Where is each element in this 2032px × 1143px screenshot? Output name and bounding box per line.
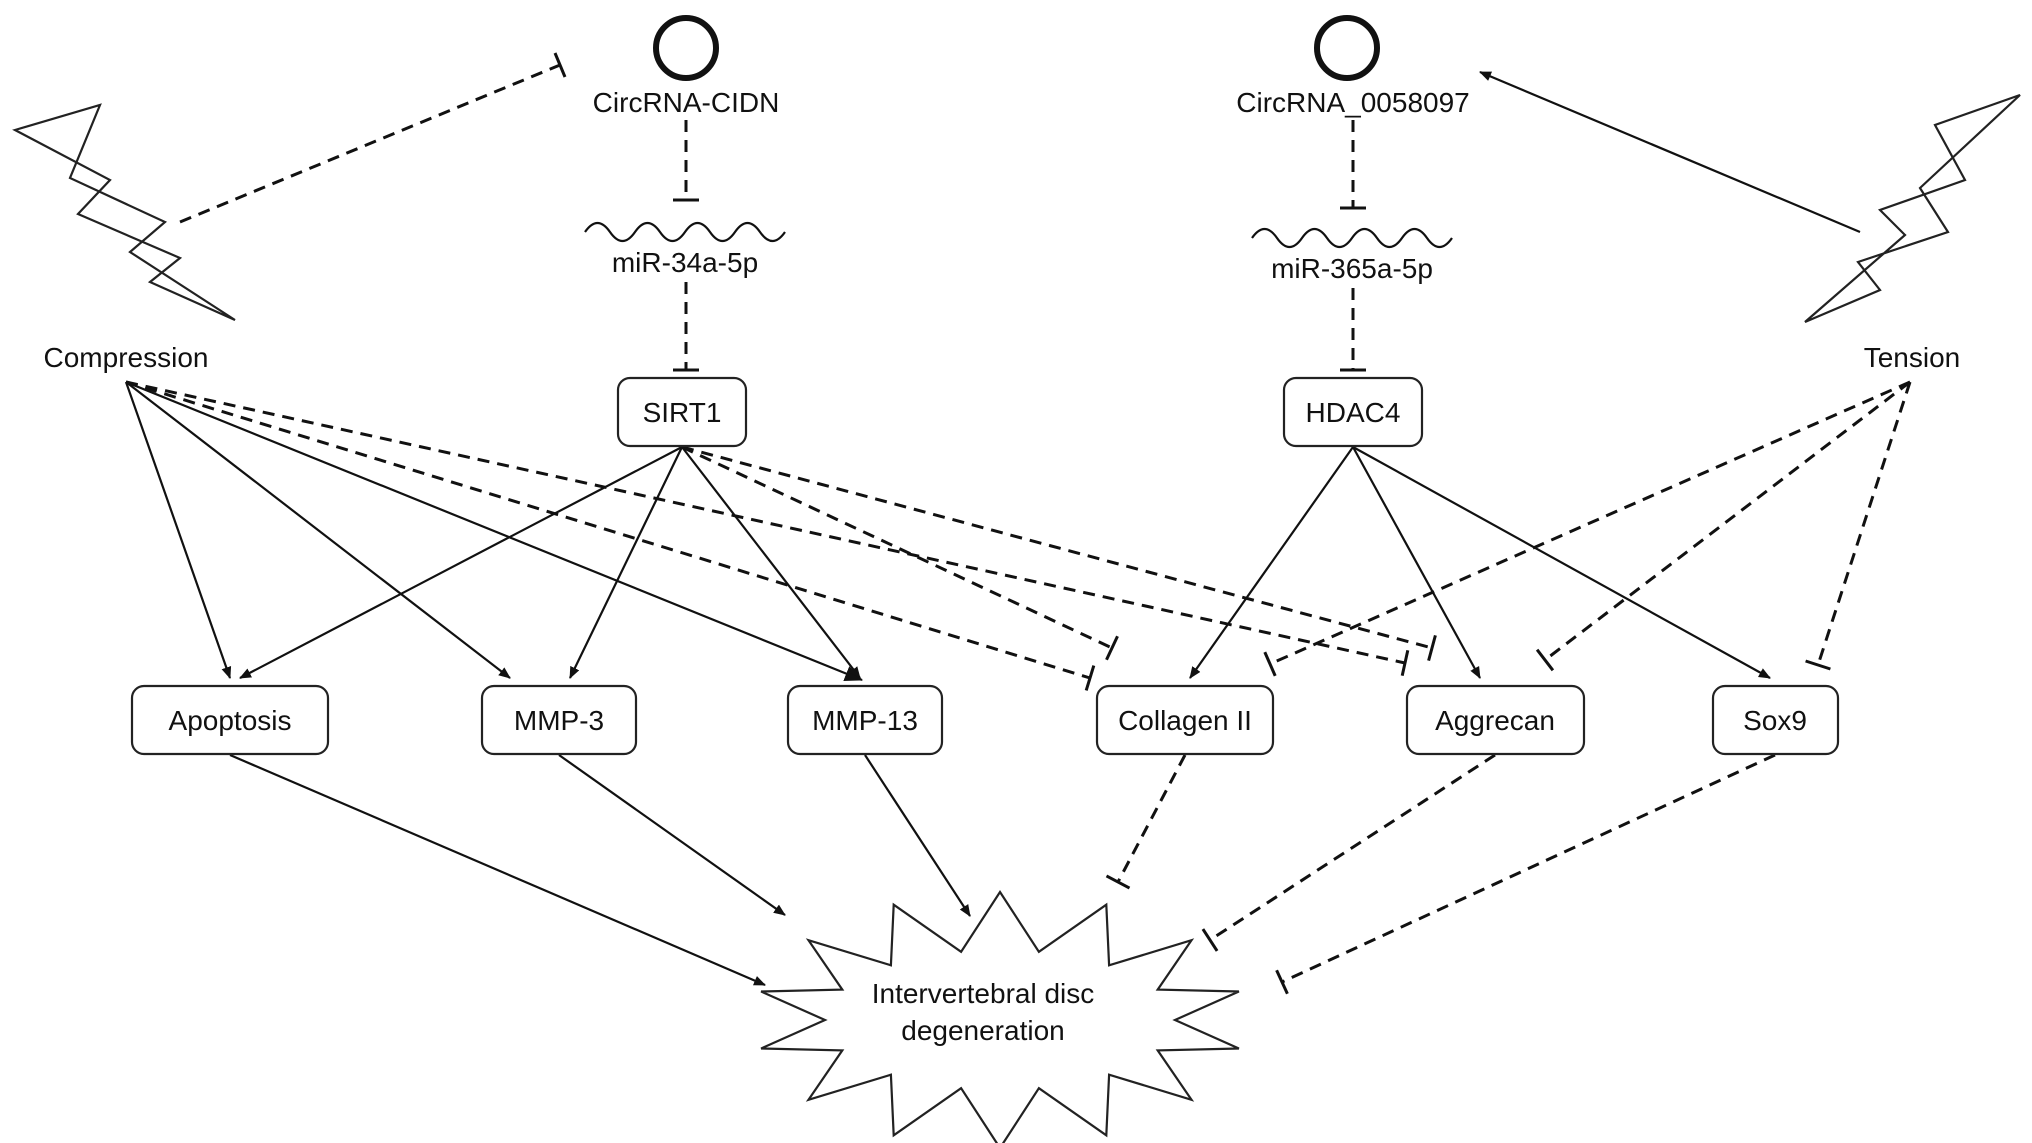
edge-compression-to-apoptosis xyxy=(124,381,232,679)
edge-sox9-to-idd xyxy=(1281,753,1776,984)
edge-aggrecan-to-idd xyxy=(1209,753,1496,942)
edge-hdac4-to-sox9 xyxy=(1352,446,1771,679)
edge-sirt1-to-apoptosis xyxy=(239,446,683,679)
edge-tension-to-sox9 xyxy=(1816,381,1912,666)
collagen2-label: Collagen II xyxy=(1118,705,1252,736)
sox9-label: Sox9 xyxy=(1743,705,1807,736)
compression-label: Compression xyxy=(44,342,209,373)
edge-sirt1-to-aggrecan xyxy=(681,445,1433,650)
tension-label: Tension xyxy=(1864,342,1961,373)
edge-compression-to-aggrecan xyxy=(125,380,1406,665)
circrna-cidn-label: CircRNA-CIDN xyxy=(593,87,780,118)
edge-compression-to-circ_cidn xyxy=(179,63,561,224)
idd-label-line2: degeneration xyxy=(901,1015,1064,1046)
mir34-wave-icon xyxy=(584,221,786,243)
circrna-0058097-circle-icon xyxy=(1314,15,1380,81)
idd-starburst-shape xyxy=(760,889,1240,1143)
edge-sirt1-to-mmp13 xyxy=(681,446,861,679)
apoptosis-label: Apoptosis xyxy=(169,705,292,736)
sirt1-label: SIRT1 xyxy=(643,397,722,428)
inhibit-bar-sirt1-to-aggrecan xyxy=(1427,635,1437,661)
inhibit-bar-collagen2-to-idd xyxy=(1105,874,1131,890)
edge-compression-to-mmp13 xyxy=(125,380,863,682)
edge-tension-to-collagen2 xyxy=(1269,380,1911,666)
edge-sirt1-to-mmp3 xyxy=(569,446,683,679)
mir365-label: miR-365a-5p xyxy=(1271,253,1433,284)
inhibit-bar-compression-to-aggrecan xyxy=(1400,649,1410,677)
edge-tension-to-aggrecan xyxy=(1544,380,1911,662)
edge-collagen2-to-idd xyxy=(1116,754,1187,883)
mir365-wave-icon xyxy=(1251,227,1453,249)
edge-mmp13-to-idd xyxy=(864,754,971,917)
edge-hdac4-to-aggrecan xyxy=(1352,446,1481,679)
sirt1-node xyxy=(616,376,748,448)
mmp3-node xyxy=(480,684,638,756)
edge-apoptosis-to-idd xyxy=(229,753,766,987)
inhibit-bar-sirt1-to-collagen2 xyxy=(1105,635,1119,661)
edge-mmp3-to-idd xyxy=(558,754,786,916)
mir34-label: miR-34a-5p xyxy=(612,247,758,278)
edge-layer xyxy=(124,52,1912,995)
inhibit-bar-compression-to-collagen2 xyxy=(1084,665,1096,691)
inhibit-bar-aggrecan-to-idd xyxy=(1201,928,1219,952)
circrna-0058097-label: CircRNA_0058097 xyxy=(1236,87,1469,118)
aggrecan-label: Aggrecan xyxy=(1435,705,1555,736)
sox9-node xyxy=(1711,684,1840,756)
edge-compression-to-mmp3 xyxy=(125,381,511,679)
tension-lightning-icon xyxy=(1804,93,2021,324)
compression-lightning-icon xyxy=(12,103,236,322)
mmp13-label: MMP-13 xyxy=(812,705,918,736)
circrna-cidn-circle-icon xyxy=(653,15,719,81)
hdac4-label: HDAC4 xyxy=(1306,397,1401,428)
edge-hdac4-to-collagen2 xyxy=(1189,446,1354,679)
aggrecan-node xyxy=(1405,684,1586,756)
inhibit-bar-compression-to-circ_cidn xyxy=(553,52,567,78)
mmp13-node xyxy=(786,684,944,756)
inhibit-bar-tension-to-aggrecan xyxy=(1535,648,1555,672)
inhibit-bar-sox9-to-idd xyxy=(1275,969,1289,995)
mmp3-label: MMP-3 xyxy=(514,705,604,736)
inhibit-bar-tension-to-sox9 xyxy=(1805,659,1831,671)
idd-label-line1: Intervertebral disc xyxy=(872,978,1095,1009)
edge-tension-to-circ_0058097 xyxy=(1479,70,1861,234)
edge-compression-to-collagen2 xyxy=(125,380,1091,680)
collagen2-node xyxy=(1095,684,1275,756)
inhibit-bar-tension-to-collagen2 xyxy=(1263,651,1277,677)
hdac4-node xyxy=(1282,376,1424,448)
apoptosis-node xyxy=(130,684,330,756)
